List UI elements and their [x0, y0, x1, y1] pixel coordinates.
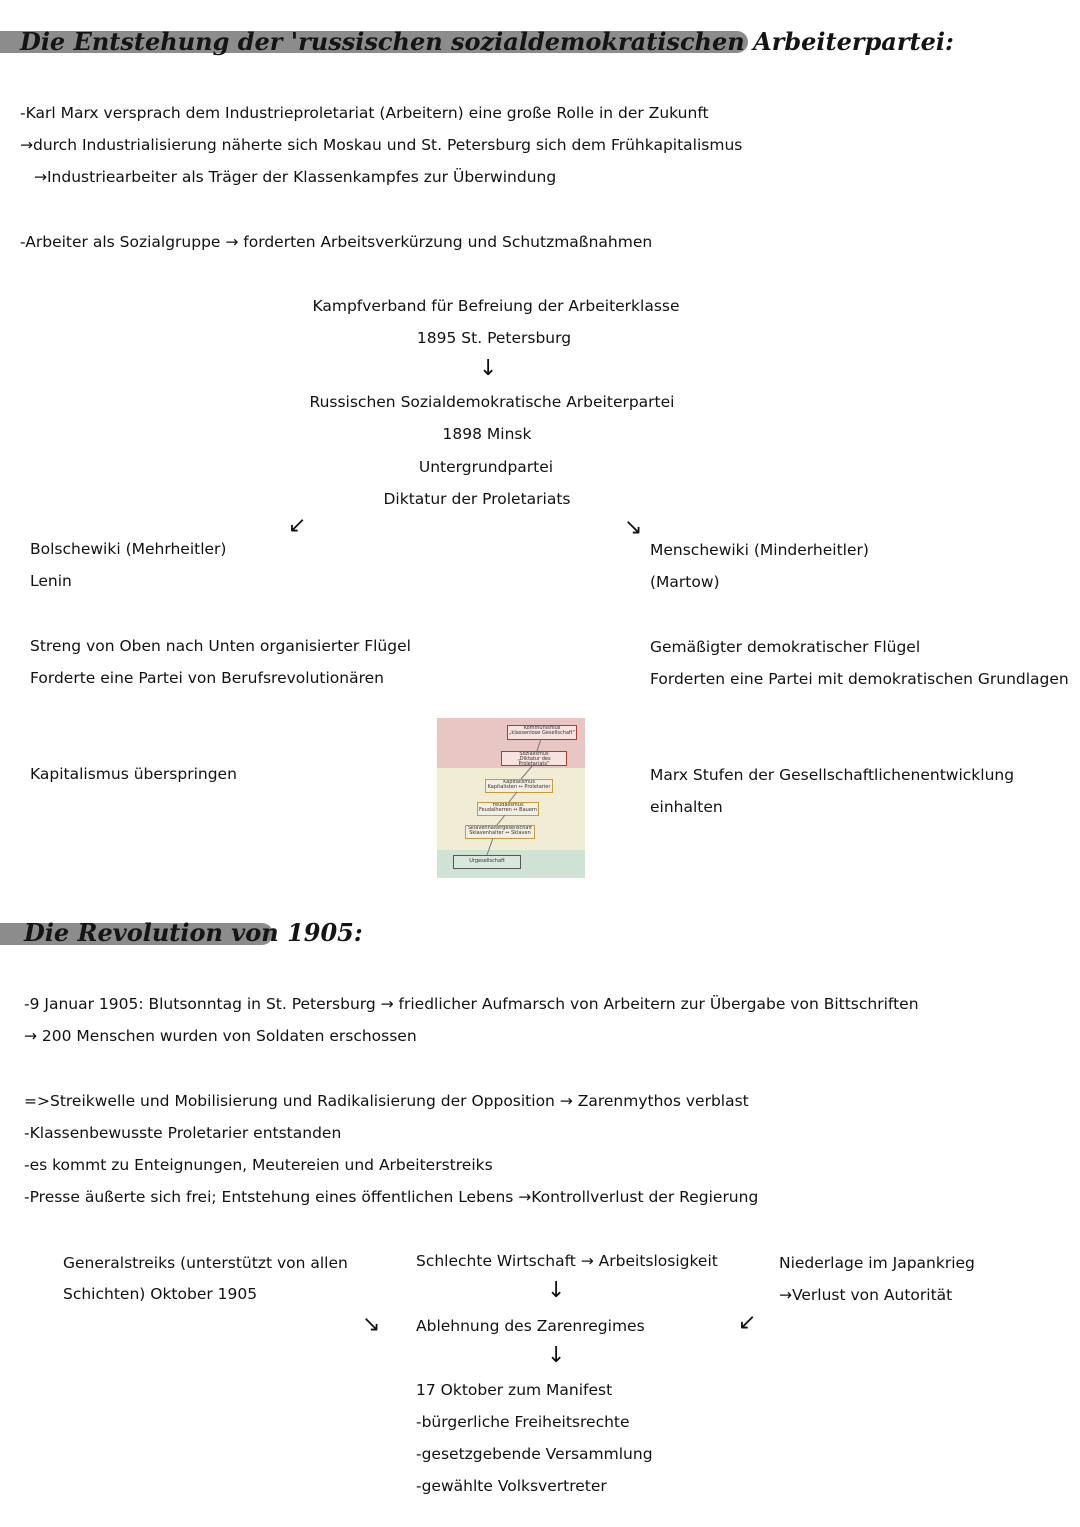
manifest-item: -bürgerliche Freiheitsrechte: [416, 1413, 630, 1431]
bolschewiki-demand: Forderte eine Partei von Berufsrevolutio…: [30, 669, 384, 687]
arrow-down-left-icon: ↙: [738, 1310, 757, 1335]
text-line: -Arbeiter als Sozialgruppe → forderten A…: [20, 233, 653, 251]
bolschewiki-leader: Lenin: [30, 572, 72, 590]
stage-box: Kapitalismus Kapitalisten ↔ Proletarier: [485, 779, 553, 793]
menschewiki-name: Menschewiki (Minderheitler): [650, 541, 869, 559]
society-stages-image: Kommunismus „klassenlose Gesellschaft“ S…: [437, 718, 585, 878]
text-line: -es kommt zu Enteignungen, Meutereien un…: [24, 1156, 493, 1174]
title-highlight-1: [0, 31, 748, 53]
arrow-down-icon: ↓: [479, 356, 498, 381]
section-title-2: Die Revolution von 1905:: [24, 918, 363, 947]
org-rsdap-place: 1898 Minsk: [442, 425, 532, 443]
org-rsdap: Russischen Sozialdemokratische Arbeiterp…: [309, 393, 675, 411]
stage-box: Kommunismus „klassenlose Gesellschaft“: [507, 725, 577, 740]
arrow-down-icon: ↓: [547, 1343, 566, 1368]
cause-generalstreik-2: Schichten) Oktober 1905: [63, 1285, 258, 1303]
manifest-title: 17 Oktober zum Manifest: [416, 1381, 613, 1399]
text-line: -9 Januar 1905: Blutsonntag in St. Peter…: [24, 995, 919, 1013]
stage-box: Sozialismus „Diktatur des Proletariats“: [501, 751, 567, 766]
cause-japankrieg-1: Niederlage im Japankrieg: [779, 1254, 975, 1272]
cause-wirtschaft: Schlechte Wirtschaft → Arbeitslosigkeit: [416, 1252, 718, 1270]
section-title-1: Die Entstehung der 'russischen sozialdem…: [20, 27, 954, 56]
menschewiki-org: Gemäßigter demokratischer Flügel: [650, 638, 921, 656]
text-line: →Industriearbeiter als Träger der Klasse…: [34, 168, 557, 186]
arrow-down-left-icon: ↙: [288, 513, 307, 538]
text-line: -Karl Marx versprach dem Industrieprolet…: [20, 104, 709, 122]
title-highlight-2: [0, 923, 273, 945]
bolschewiki-name: Bolschewiki (Mehrheitler): [30, 540, 227, 558]
org-kampfverband-detail: 1895 St. Petersburg: [416, 329, 572, 347]
manifest-item: -gewählte Volksvertreter: [416, 1477, 607, 1495]
menschewiki-view-1: Marx Stufen der Gesellschaftlichenentwic…: [650, 766, 1015, 784]
org-kampfverband: Kampfverband für Befreiung der Arbeiterk…: [312, 297, 680, 315]
cause-generalstreik-1: Generalstreiks (unterstützt von allen: [63, 1254, 348, 1272]
text-line: → 200 Menschen wurden von Soldaten ersch…: [24, 1027, 417, 1045]
cause-japankrieg-2: →Verlust von Autorität: [779, 1286, 953, 1304]
stage-box: Feudalismus Feudalherren ↔ Bauern: [477, 802, 539, 816]
org-rsdap-goal: Diktatur der Proletariats: [383, 490, 571, 508]
menschewiki-demand: Forderten eine Partei mit demokratischen…: [650, 670, 1069, 688]
menschewiki-leader: (Martow): [650, 573, 720, 591]
text-line: →durch Industrialisierung näherte sich M…: [20, 136, 743, 154]
menschewiki-view-2: einhalten: [650, 798, 723, 816]
text-line: -Presse äußerte sich frei; Entstehung ei…: [24, 1188, 759, 1206]
bolschewiki-org: Streng von Oben nach Unten organisierter…: [30, 637, 411, 655]
arrow-down-icon: ↓: [547, 1278, 566, 1303]
bolschewiki-view: Kapitalismus überspringen: [30, 765, 237, 783]
stage-connectors: [486, 738, 542, 856]
stage-box: Urgesellschaft: [453, 855, 521, 869]
manifest-item: -gesetzgebende Versammlung: [416, 1445, 653, 1463]
text-line: =>Streikwelle und Mobilisierung und Radi…: [24, 1092, 749, 1110]
org-rsdap-type: Untergrundpartei: [418, 458, 554, 476]
text-line: -Klassenbewusste Proletarier entstanden: [24, 1124, 342, 1142]
arrow-down-right-icon: ↘: [362, 1312, 381, 1337]
result-ablehnung: Ablehnung des Zarenregimes: [416, 1317, 645, 1335]
arrow-down-right-icon: ↘: [624, 515, 643, 540]
stage-box: Sklavenhaltergesellschaft Sklavenhalter …: [465, 825, 535, 839]
